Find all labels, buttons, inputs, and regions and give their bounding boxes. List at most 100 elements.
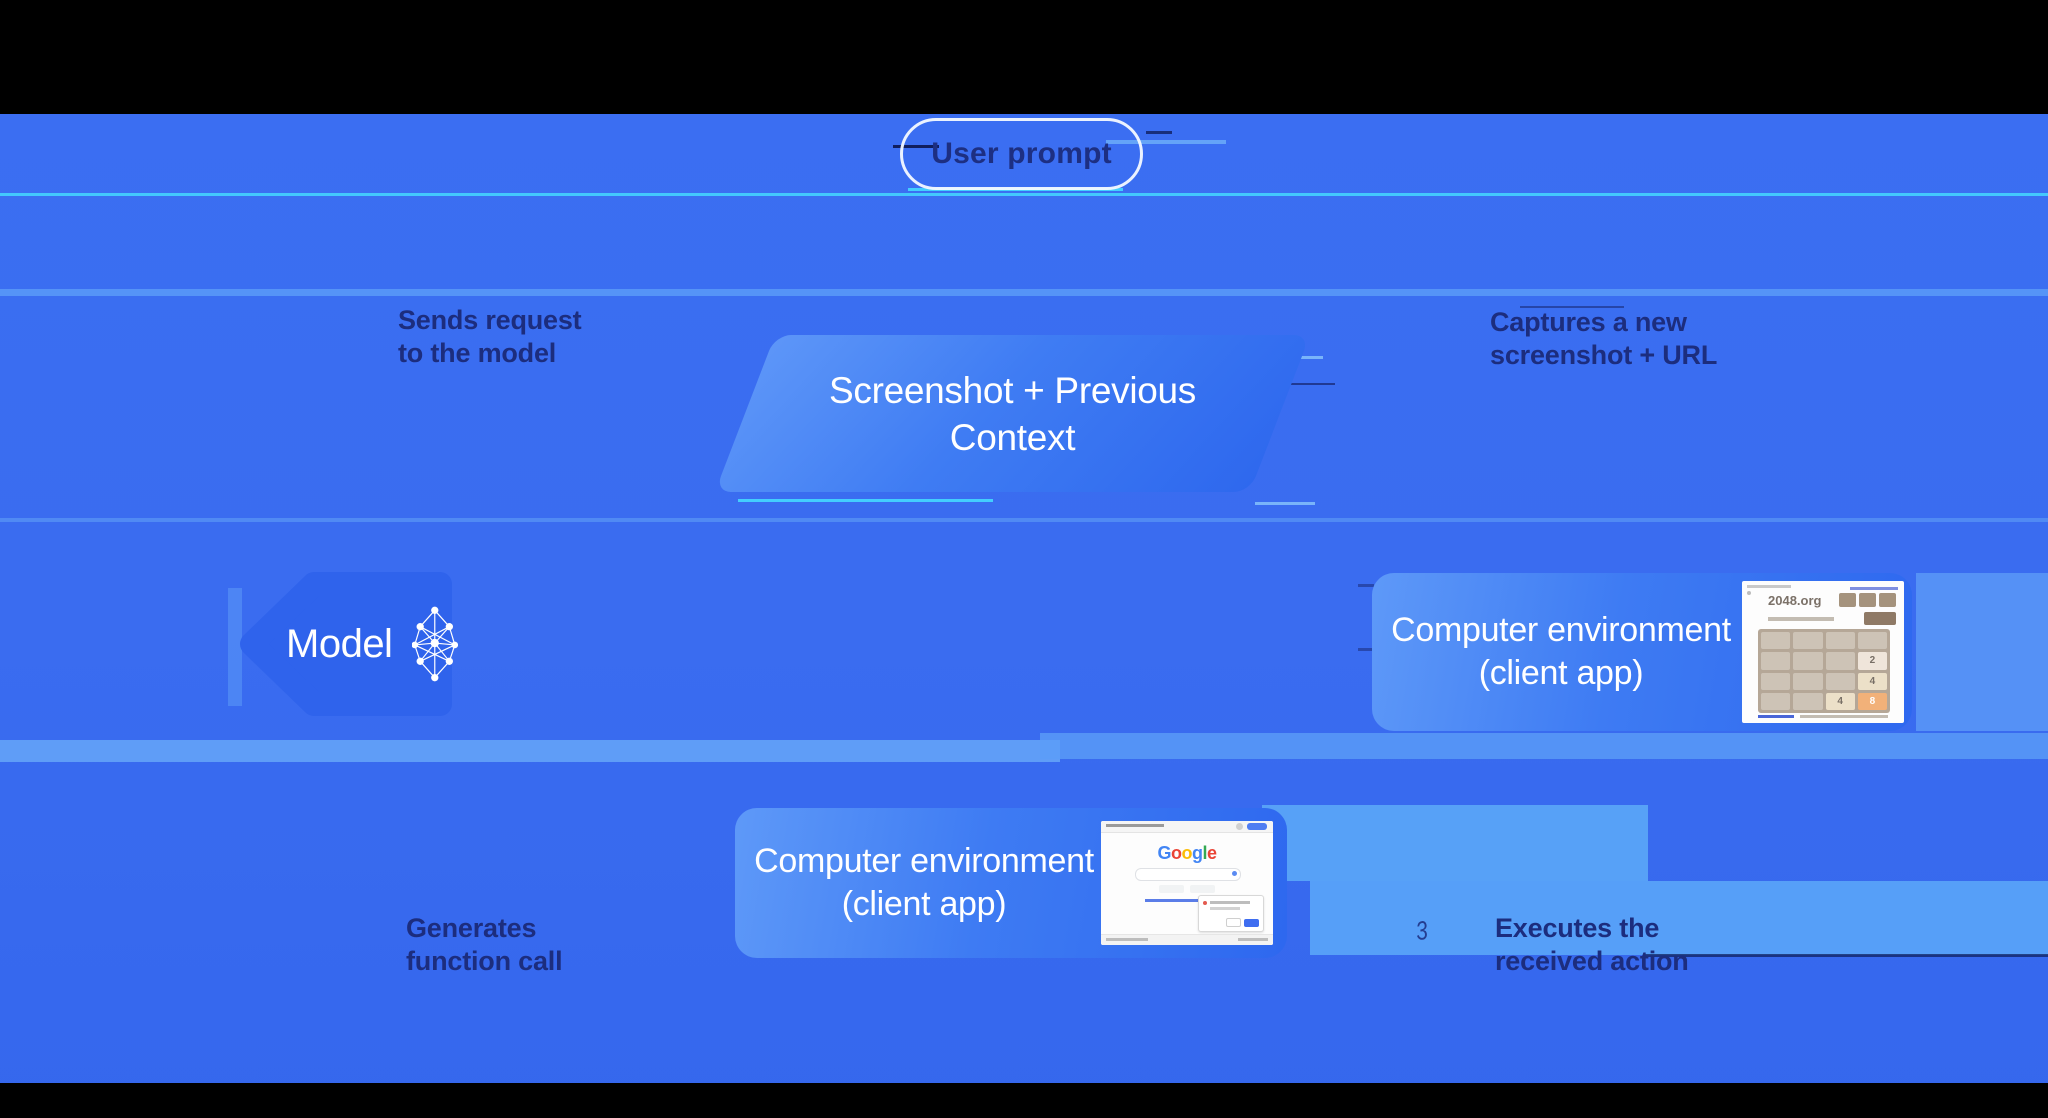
step-label-sends-request: Sends request to the model: [398, 304, 582, 370]
environment-card-right-text: Computer environment (client app): [1386, 573, 1736, 731]
consent-dialog: [1198, 895, 1264, 932]
env-right-line-1: Computer environment: [1391, 611, 1731, 649]
page-footer: [1101, 934, 1273, 945]
stripe-artifact: [1255, 502, 1315, 505]
browser-toolbar: [1101, 821, 1273, 833]
language-links-text: [1145, 899, 1229, 902]
stripe-artifact: [1040, 733, 2048, 759]
stripe-artifact: [1358, 648, 1374, 651]
screenshot-google-homepage: Google: [1101, 821, 1273, 945]
stripe-artifact: [1358, 584, 1374, 587]
search-box: [1135, 868, 1241, 881]
game-grid: 2 4 4 8: [1758, 629, 1890, 713]
grid-tile: [1761, 692, 1791, 710]
score-box: [1879, 593, 1896, 607]
dialog-secondary-button: [1226, 918, 1241, 927]
grid-tile-4: 4: [1825, 692, 1855, 710]
grid-tile: [1857, 632, 1887, 650]
env-bottom-line-1: Computer environment: [754, 842, 1094, 880]
stripe-artifact: [1106, 140, 1226, 144]
stripe-artifact: [228, 588, 242, 706]
logo-letter: o: [1181, 843, 1192, 863]
footer-links-left: [1106, 938, 1148, 941]
stripe-artifact: [0, 193, 2048, 196]
environment-card-right: Computer environment (client app) 2048.o…: [1372, 573, 1912, 731]
environment-card-bottom: Computer environment (client app) Google: [735, 808, 1287, 958]
google-logo: Google: [1101, 843, 1273, 864]
score-boxes: [1839, 593, 1896, 607]
user-prompt-label: User prompt: [931, 137, 1112, 170]
search-button: [1159, 885, 1184, 893]
score-box: [1859, 593, 1876, 607]
context-line-1: Screenshot + Previous: [829, 369, 1196, 411]
model-content: Model: [286, 572, 458, 716]
dialog-icon: [1203, 901, 1207, 905]
profile-avatar: [1236, 823, 1243, 830]
grid-tile: [1761, 632, 1791, 650]
step-tr-line-1: Captures a new: [1490, 307, 1687, 337]
step-br-line-1: Executes the: [1495, 913, 1660, 943]
lucky-button: [1190, 885, 1215, 893]
logo-letter: o: [1170, 843, 1182, 863]
grid-tile: [1793, 632, 1823, 650]
grid-tile: [1761, 652, 1791, 670]
step-label-generates-call: Generates function call: [406, 912, 563, 978]
step-tr-line-2: screenshot + URL: [1490, 340, 1718, 370]
mini-footer-text: [1800, 715, 1888, 718]
stripe-artifact: [0, 518, 2048, 522]
signin-button: [1247, 823, 1267, 830]
neural-network-icon: [412, 606, 458, 682]
mini-url-bar: [1747, 585, 1791, 588]
letterbox-bar-top: [0, 0, 2048, 114]
stripe-artifact: [1262, 805, 1648, 881]
dialog-text-line: [1210, 907, 1240, 910]
game-title: 2048.org: [1768, 593, 1822, 608]
context-parallelogram: Screenshot + Previous Context: [714, 335, 1311, 492]
environment-card-bottom-text: Computer environment (client app): [749, 808, 1099, 958]
step-br-line-2: received action: [1495, 946, 1689, 976]
grid-tile: [1825, 672, 1855, 690]
letterbox-bar-bottom: [0, 1083, 2048, 1118]
user-prompt-node: User prompt: [900, 118, 1143, 190]
logo-letter: e: [1207, 843, 1217, 863]
stripe-artifact: [0, 289, 2048, 296]
search-buttons: [1101, 885, 1273, 893]
grid-tile: [1825, 652, 1855, 670]
grid-tile-4: 4: [1857, 672, 1887, 690]
env-right-line-2: (client app): [1478, 654, 1644, 692]
env-bottom-line-2: (client app): [841, 885, 1007, 923]
stripe-artifact: [0, 740, 1060, 762]
step-bl-line-2: function call: [406, 946, 563, 976]
grid-tile: [1793, 692, 1823, 710]
mini-favicon: [1747, 591, 1751, 595]
step-bl-line-1: Generates: [406, 913, 537, 943]
stripe-artifact: [738, 499, 993, 502]
tab-title-text: [1106, 824, 1164, 827]
step-tl-line-1: Sends request: [398, 305, 582, 335]
logo-letter: G: [1157, 843, 1171, 863]
mini-link-text: [1850, 587, 1898, 590]
context-parallelogram-text: Screenshot + Previous Context: [745, 335, 1280, 492]
stripe-artifact: [1273, 383, 1335, 385]
grid-tile: [1761, 672, 1791, 690]
footer-links-right: [1238, 938, 1268, 941]
grid-tile-8: 8: [1857, 692, 1887, 710]
logo-letter: l: [1202, 843, 1207, 863]
stripe-artifact: [1520, 306, 1624, 308]
screenshot-2048-game: 2048.org 2 4: [1742, 581, 1904, 723]
grid-tile: [1793, 672, 1823, 690]
mini-subtitle-text: [1768, 617, 1834, 621]
step-label-executes-action: Executes the received action: [1495, 912, 1689, 978]
dialog-primary-button: [1244, 919, 1259, 927]
dialog-text-line: [1210, 901, 1250, 904]
new-game-button: [1864, 612, 1896, 625]
grid-tile: [1825, 632, 1855, 650]
stripe-artifact: [1310, 881, 2048, 955]
stripe-artifact: [1916, 573, 2048, 731]
model-label: Model: [286, 621, 393, 666]
score-box: [1839, 593, 1856, 607]
mic-icon: [1232, 871, 1237, 876]
mini-footer-link: [1758, 715, 1794, 718]
stripe-artifact: [1645, 954, 2048, 957]
